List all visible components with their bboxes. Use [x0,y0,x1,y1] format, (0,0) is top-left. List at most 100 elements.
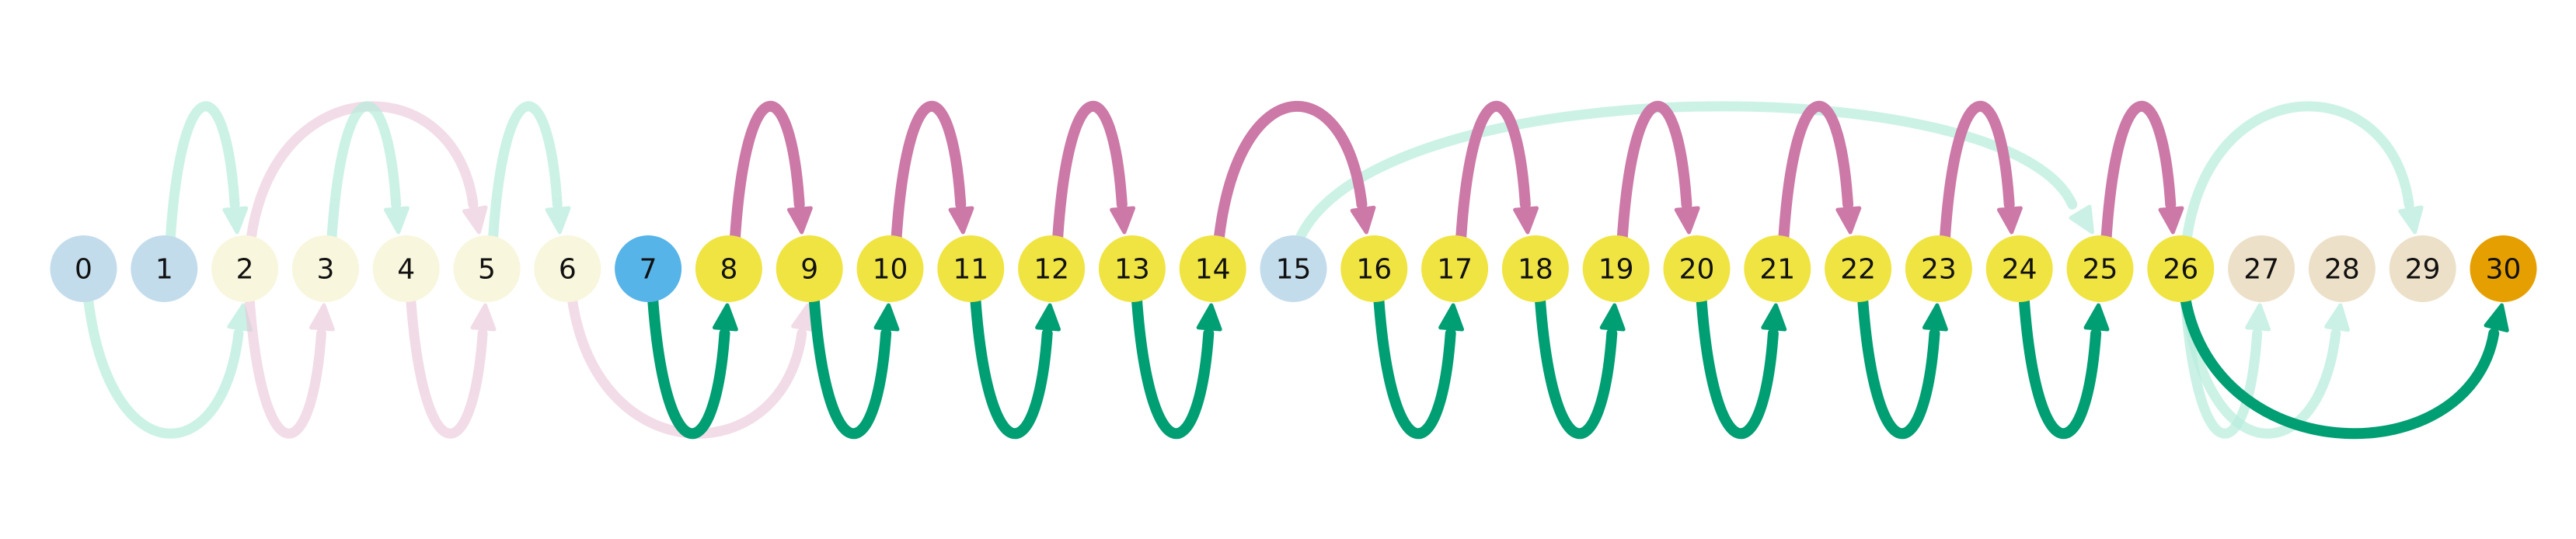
arrowhead [545,206,571,235]
arrowhead [2398,205,2424,235]
arrowhead [222,206,249,235]
arrowhead [948,206,974,235]
edge-arc [1213,100,1376,244]
node-circle [1098,235,1166,302]
edge-arc [2018,294,2110,440]
graph-node: 1 [131,235,198,302]
node-label: 14 [1195,254,1231,286]
node-label: 16 [1356,254,1392,286]
edge-line [488,101,563,244]
graph-node: 22 [1825,235,1892,302]
edge-line [1295,101,2078,244]
graph-node: 14 [1179,235,1246,302]
edge-arc [647,294,738,440]
arrowhead [470,303,497,332]
graph-node: 30 [2470,235,2537,302]
node-circle [2228,235,2295,302]
edge-arc [488,101,571,244]
arrowhead [1513,206,1539,235]
edge-arc [1939,101,2023,244]
node-circle [2389,235,2456,302]
node-circle [2066,235,2134,302]
edge-line [326,101,402,244]
edge-line [244,294,327,439]
node-label: 10 [873,254,908,286]
graph-node: 16 [1340,235,1408,302]
graph-node: 9 [776,235,843,302]
edge-arc [1616,101,1700,244]
node-label: 25 [2083,254,2118,286]
node-label: 19 [1598,254,1634,286]
edge-line [2181,101,2414,244]
node-circle [2147,235,2215,302]
graph-node: 8 [695,235,762,302]
node-circle [131,235,198,302]
edge-arc [406,294,497,439]
graph-node: 20 [1663,235,1731,302]
edge-line [970,294,1053,440]
graph-node: 26 [2147,235,2215,302]
arrowhead [2324,303,2350,332]
edge-line [2180,294,2500,440]
arrowhead [1674,206,1700,235]
graph-node: 4 [372,235,440,302]
edge-line [1778,101,1854,244]
node-circle [615,235,682,302]
arrowhead [2158,206,2184,235]
edge-line [2180,294,2263,439]
graph-node: 21 [1744,235,1811,302]
graph-node: 6 [534,235,601,302]
arrowhead [1835,206,1862,235]
node-label: 27 [2243,254,2279,286]
edge-line [1373,294,1456,440]
edge-line [83,294,244,439]
edge-line [1857,294,1940,440]
graph-node: 0 [50,235,117,302]
arrowhead [1438,303,1465,332]
node-circle [856,235,924,302]
graph-node: 24 [1985,235,2053,302]
node-label: 4 [397,254,415,286]
node-circle [1905,235,1972,302]
arrowhead [2484,303,2509,332]
node-circle [1340,235,1408,302]
arrowhead [2069,204,2094,235]
edge-arc [2180,294,2509,440]
edge-arc [1696,294,1787,440]
arrowhead [1922,303,1948,332]
edge-line [1616,101,1692,244]
node-circle [1018,235,1086,302]
arrowhead [2245,303,2271,332]
edge-arc [1373,294,1465,440]
node-circle [372,235,440,302]
edge-arc [326,101,410,244]
graph-node: 25 [2066,235,2134,302]
graph-node: 5 [453,235,521,302]
node-circle [291,235,359,302]
edge-line [165,101,240,244]
node-circle [1421,235,1489,302]
graph-node: 11 [937,235,1005,302]
node-label: 6 [559,254,577,286]
edge-arc [244,294,335,439]
edge-line [808,294,892,440]
arrowhead [712,303,738,332]
edge-line [246,101,479,244]
node-circle [534,235,601,302]
graph-node: 28 [2308,235,2376,302]
graph-node: 19 [1582,235,1650,302]
edge-line [647,294,730,440]
edge-line [566,294,807,439]
edge-line [1534,294,1618,440]
node-circle [1179,235,1246,302]
edge-line [406,294,488,439]
edge-arc [1295,101,2094,244]
arrowhead [1035,303,1061,332]
edge-arc [1778,101,1862,244]
edge-arc [2180,294,2271,439]
edge-line [1455,101,1531,244]
edge-line [1052,101,1128,244]
graph-node: 7 [615,235,682,302]
node-label: 1 [155,254,173,286]
